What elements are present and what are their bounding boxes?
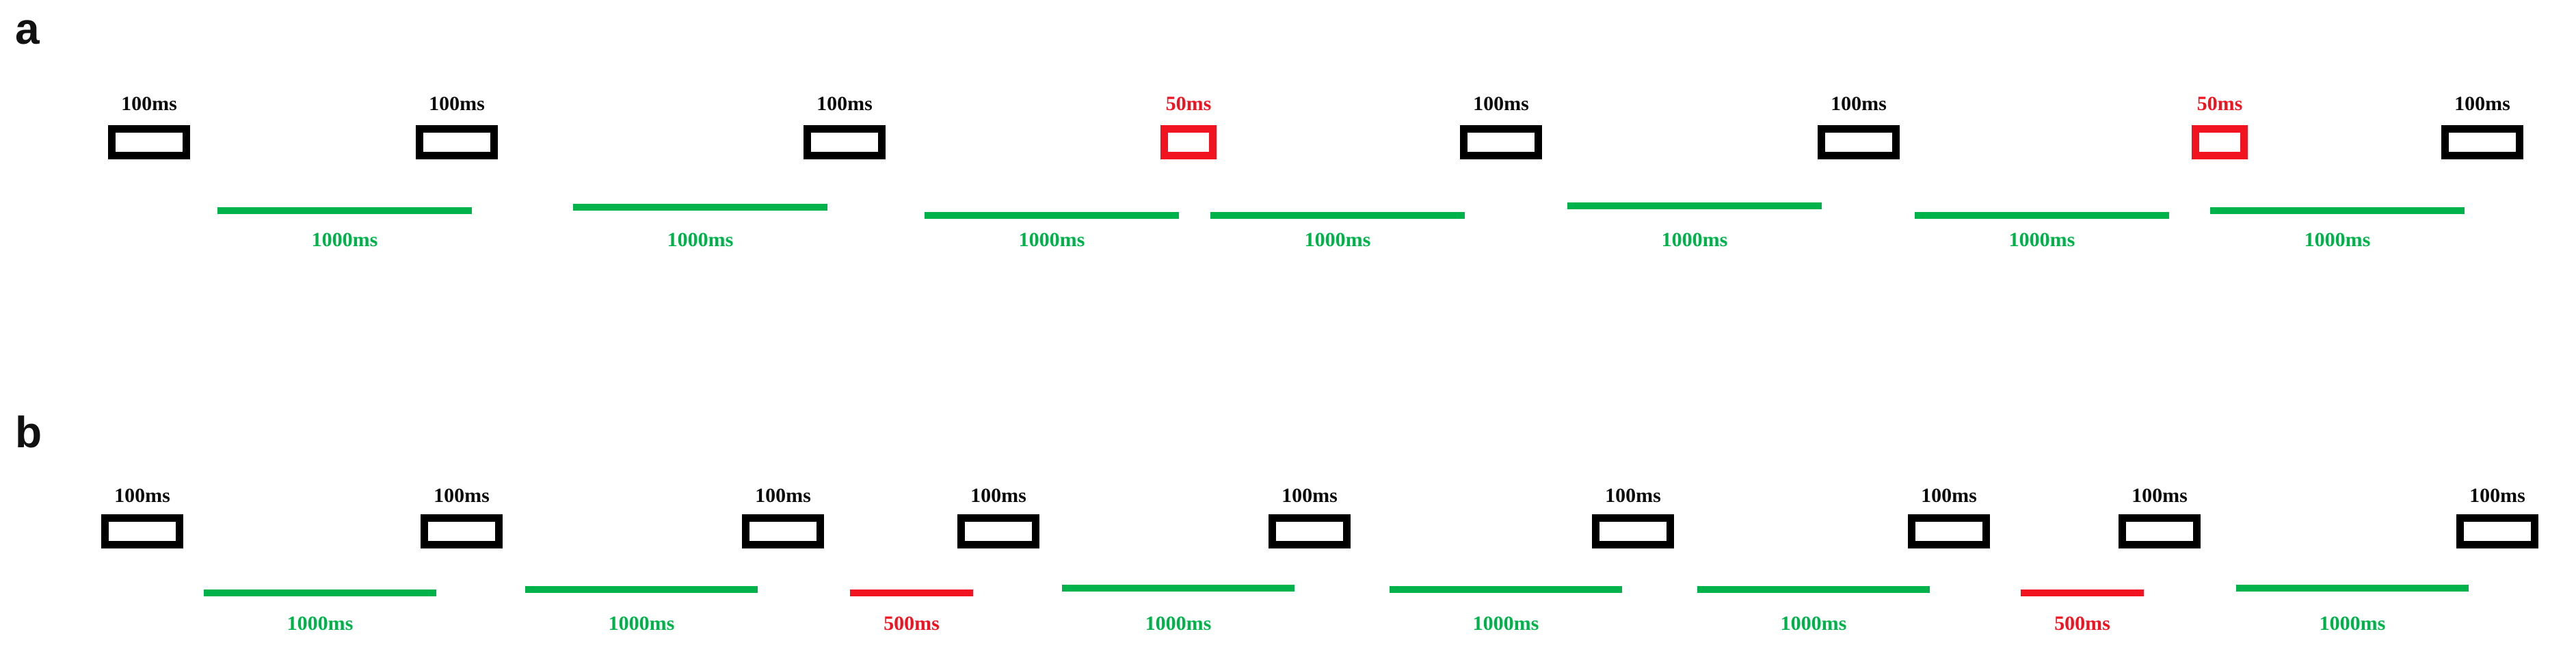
interval-line — [1210, 212, 1465, 219]
stimulus-box — [1160, 125, 1217, 159]
interval-line — [925, 212, 1179, 219]
interval-duration-label: 1000ms — [1145, 612, 1212, 635]
interval-line — [217, 207, 472, 214]
stimulus-box — [416, 125, 498, 159]
stimulus-duration-label: 100ms — [1831, 92, 1887, 115]
stimulus-box — [804, 125, 886, 159]
interval-line — [1697, 586, 1930, 593]
interval-duration-label: 1000ms — [608, 612, 675, 635]
interval-duration-label: 1000ms — [1472, 612, 1539, 635]
stimulus-box — [957, 514, 1039, 548]
interval-duration-label: 1000ms — [1661, 228, 1728, 251]
stimulus-duration-label: 100ms — [2132, 484, 2188, 507]
interval-duration-label: 1000ms — [667, 228, 734, 251]
stimulus-duration-label: 50ms — [2196, 92, 2243, 115]
stimulus-box — [742, 514, 824, 548]
stimulus-duration-label: 100ms — [434, 484, 490, 507]
stimulus-box — [2119, 514, 2201, 548]
stimulus-box — [2441, 125, 2523, 159]
stimulus-duration-label: 100ms — [429, 92, 485, 115]
stimulus-duration-label: 100ms — [1282, 484, 1338, 507]
interval-line — [573, 204, 827, 211]
stimulus-duration-label: 100ms — [1921, 484, 1977, 507]
interval-duration-label: 1000ms — [2008, 228, 2075, 251]
stimulus-duration-label: 100ms — [2469, 484, 2525, 507]
interval-duration-label: 500ms — [884, 612, 940, 635]
interval-line — [2210, 207, 2465, 214]
stimulus-box — [101, 514, 183, 548]
interval-duration-label: 1000ms — [2304, 228, 2371, 251]
stimulus-box — [2456, 514, 2538, 548]
stimulus-box — [1818, 125, 1900, 159]
interval-duration-label: 1000ms — [1018, 228, 1085, 251]
interval-line — [2021, 590, 2144, 596]
interval-line — [2236, 585, 2469, 592]
stimulus-box — [1592, 514, 1674, 548]
stimulus-duration-label: 100ms — [970, 484, 1026, 507]
panel-label-b: b — [15, 408, 42, 457]
stimulus-duration-label: 100ms — [755, 484, 811, 507]
stimulus-box — [2192, 125, 2248, 159]
stimulus-duration-label: 100ms — [2454, 92, 2510, 115]
stimulus-duration-label: 50ms — [1165, 92, 1212, 115]
stimulus-duration-label: 100ms — [816, 92, 873, 115]
interval-duration-label: 1000ms — [287, 612, 354, 635]
interval-line — [850, 590, 973, 596]
stimulus-box — [421, 514, 503, 548]
stimulus-box — [108, 125, 190, 159]
interval-duration-label: 1000ms — [2319, 612, 2386, 635]
interval-duration-label: 500ms — [2054, 612, 2110, 635]
stimulus-duration-label: 100ms — [121, 92, 177, 115]
interval-line — [1062, 585, 1294, 592]
interval-line — [1567, 202, 1822, 209]
panel-label-a: a — [15, 4, 40, 53]
interval-line — [204, 590, 436, 596]
interval-duration-label: 1000ms — [1780, 612, 1847, 635]
interval-duration-label: 1000ms — [311, 228, 378, 251]
interval-line — [1390, 586, 1622, 593]
stimulus-duration-label: 100ms — [114, 484, 170, 507]
stimulus-duration-label: 100ms — [1473, 92, 1529, 115]
interval-duration-label: 1000ms — [1304, 228, 1371, 251]
stimulus-duration-label: 100ms — [1605, 484, 1661, 507]
stimulus-box — [1908, 514, 1990, 548]
interval-line — [525, 586, 758, 593]
interval-line — [1915, 212, 2169, 219]
stimulus-box — [1269, 514, 1351, 548]
stimulus-box — [1460, 125, 1542, 159]
